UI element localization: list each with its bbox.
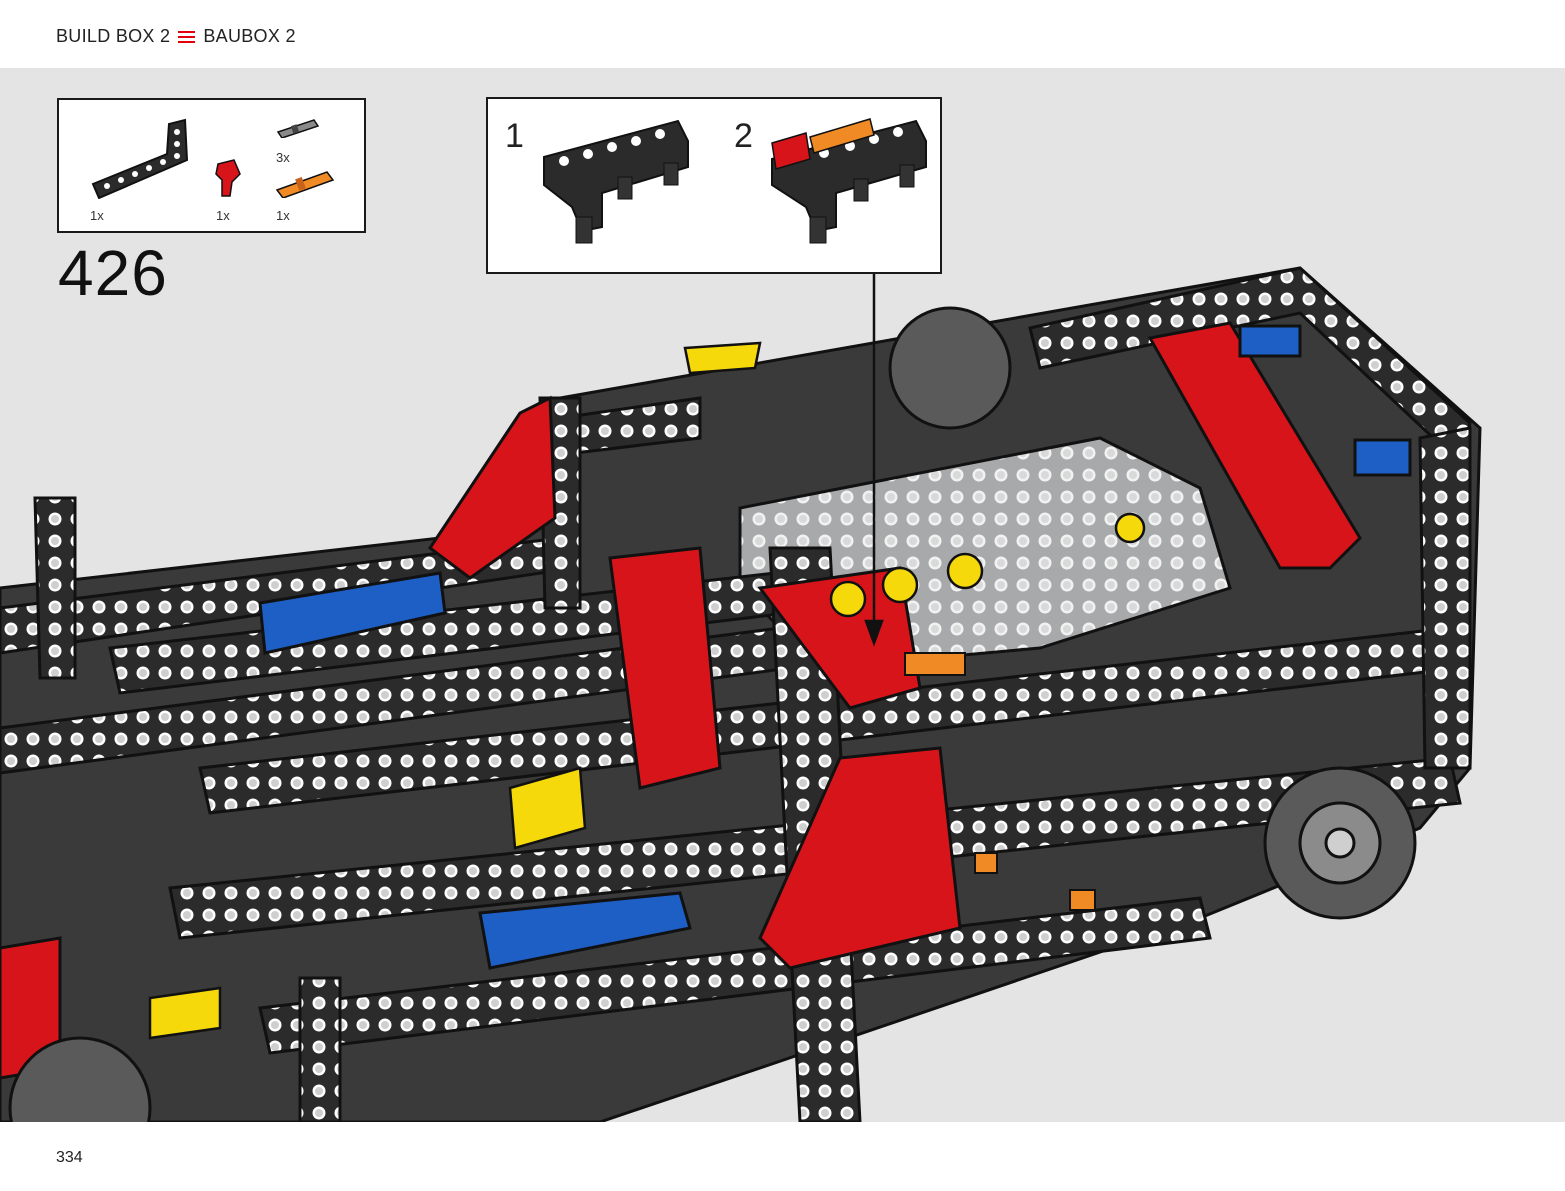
wheel-discs <box>8 306 1417 1122</box>
blue-parts <box>258 324 1412 970</box>
orange-pins <box>904 652 1096 911</box>
step-number: 426 <box>58 237 168 309</box>
yellow-parts <box>148 341 1146 1040</box>
page-footer: 334 <box>0 1122 1565 1191</box>
part-quantity: 3x <box>276 150 290 165</box>
gray-axle-pin-part-icon <box>276 119 320 138</box>
parts-list: 1x 1x 3x 1x <box>57 98 366 233</box>
substep-2-illustration <box>771 118 927 244</box>
build-box-title: BUILD BOX 2 BAUBOX 2 <box>56 26 296 47</box>
part-quantity: 1x <box>276 208 290 223</box>
baubox-label: BAUBOX 2 <box>203 26 296 46</box>
model-illustration <box>0 266 1482 1122</box>
red-panels <box>0 321 1362 1080</box>
part-quantity: 1x <box>90 208 104 223</box>
substep-number: 1 <box>505 117 524 155</box>
page-number: 334 <box>56 1149 83 1166</box>
build-box-label: BUILD BOX 2 <box>56 26 171 46</box>
red-connector-part-icon <box>215 159 241 197</box>
three-line-menu-icon <box>178 30 196 43</box>
orange-axle-pin-part-icon <box>275 171 335 198</box>
page-header: BUILD BOX 2 BAUBOX 2 <box>0 0 1565 68</box>
substep-number: 2 <box>734 117 753 155</box>
part-quantity: 1x <box>216 208 230 223</box>
substep-1-illustration <box>543 119 689 244</box>
instruction-stage: 1x 1x 3x 1x 426 1 2 <box>0 68 1565 1122</box>
l-beam-part-icon <box>91 118 189 199</box>
beams <box>0 266 1472 1122</box>
callout-arrow <box>864 274 884 647</box>
subassembly-callout: 1 2 <box>486 97 942 274</box>
